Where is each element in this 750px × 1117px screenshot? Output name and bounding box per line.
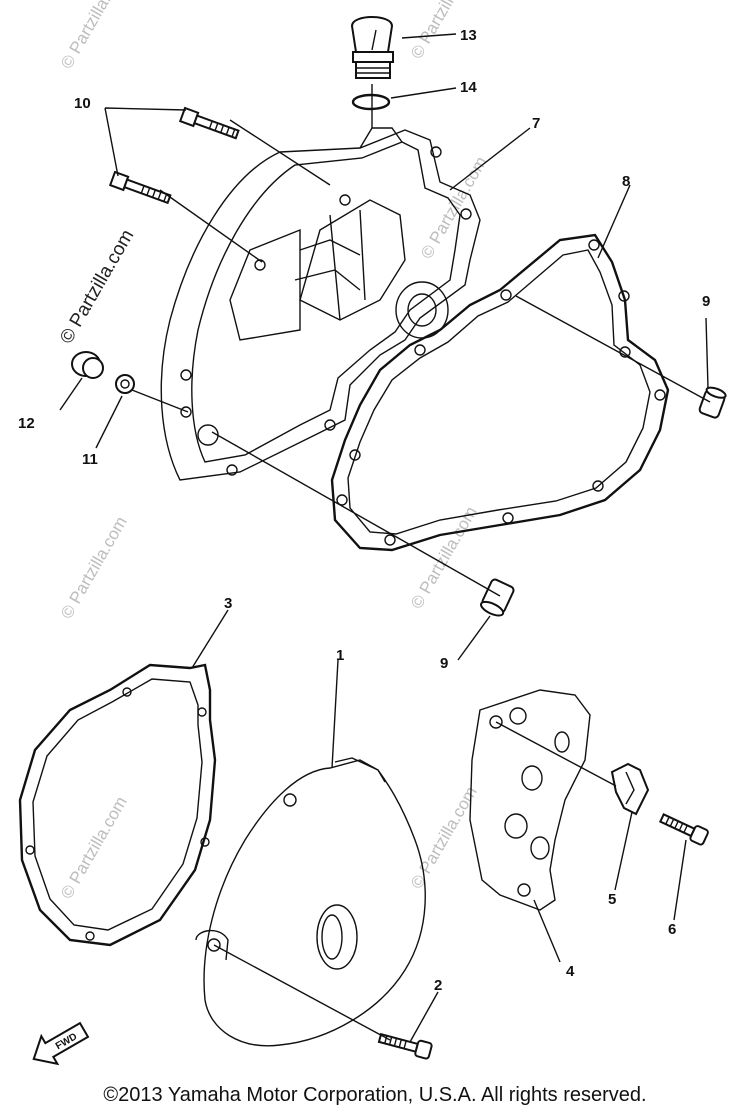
part-2-bolt	[377, 1032, 433, 1060]
fwd-arrow: FWD	[32, 1021, 90, 1066]
part-14-o-ring	[351, 93, 391, 111]
callout-10: 10	[74, 95, 91, 112]
part-11-washer	[115, 374, 135, 394]
part-13-filler-plug	[350, 16, 394, 79]
watermarks: © Partzilla.com © Partzilla.com © Partzi…	[56, 0, 491, 902]
part-4-guard	[469, 689, 591, 911]
callout-2: 2	[434, 977, 442, 994]
callouts: 13 14 7 8 9 10 12 11 3 1 9 5 6 4 2	[18, 27, 710, 994]
part-1-magneto-cover	[195, 757, 426, 1047]
callout-1: 1	[336, 647, 344, 664]
callout-11: 11	[82, 451, 98, 468]
parts-diagram: © Partzilla.com © Partzilla.com © Partzi…	[18, 0, 727, 1066]
watermark: © Partzilla.com	[57, 0, 131, 72]
callout-9-upper: 9	[702, 293, 710, 310]
part-10-bolts	[108, 106, 240, 205]
watermark: © Partzilla.com	[57, 513, 131, 622]
callout-4: 4	[566, 963, 575, 980]
watermark-prominent: © Partzilla.com	[56, 226, 138, 347]
callout-7: 7	[532, 115, 540, 132]
leader-lines	[59, 33, 711, 1043]
part-5-clamp	[610, 762, 650, 816]
callout-9-lower: 9	[440, 655, 448, 672]
callout-3: 3	[224, 595, 232, 612]
callout-5: 5	[608, 891, 616, 908]
part-12-cap	[71, 351, 104, 379]
part-6-bolt	[658, 813, 709, 846]
callout-13: 13	[460, 27, 477, 44]
part-9-dowel-pin-upper	[698, 386, 727, 419]
callout-14: 14	[460, 79, 477, 96]
part-8-gasket	[330, 233, 670, 552]
watermark: © Partzilla.com	[407, 783, 481, 892]
callout-12: 12	[18, 415, 35, 432]
callout-8: 8	[622, 173, 630, 190]
part-9-dowel-pin-lower	[480, 578, 515, 617]
watermark: © Partzilla.com	[57, 793, 131, 902]
part-7-crankcase-cover	[160, 127, 481, 481]
watermark: © Partzilla.com	[417, 153, 491, 262]
copyright-notice: ©2013 Yamaha Motor Corporation, U.S.A. A…	[103, 1084, 647, 1106]
callout-6: 6	[668, 921, 676, 938]
part-3-gasket	[18, 663, 217, 947]
